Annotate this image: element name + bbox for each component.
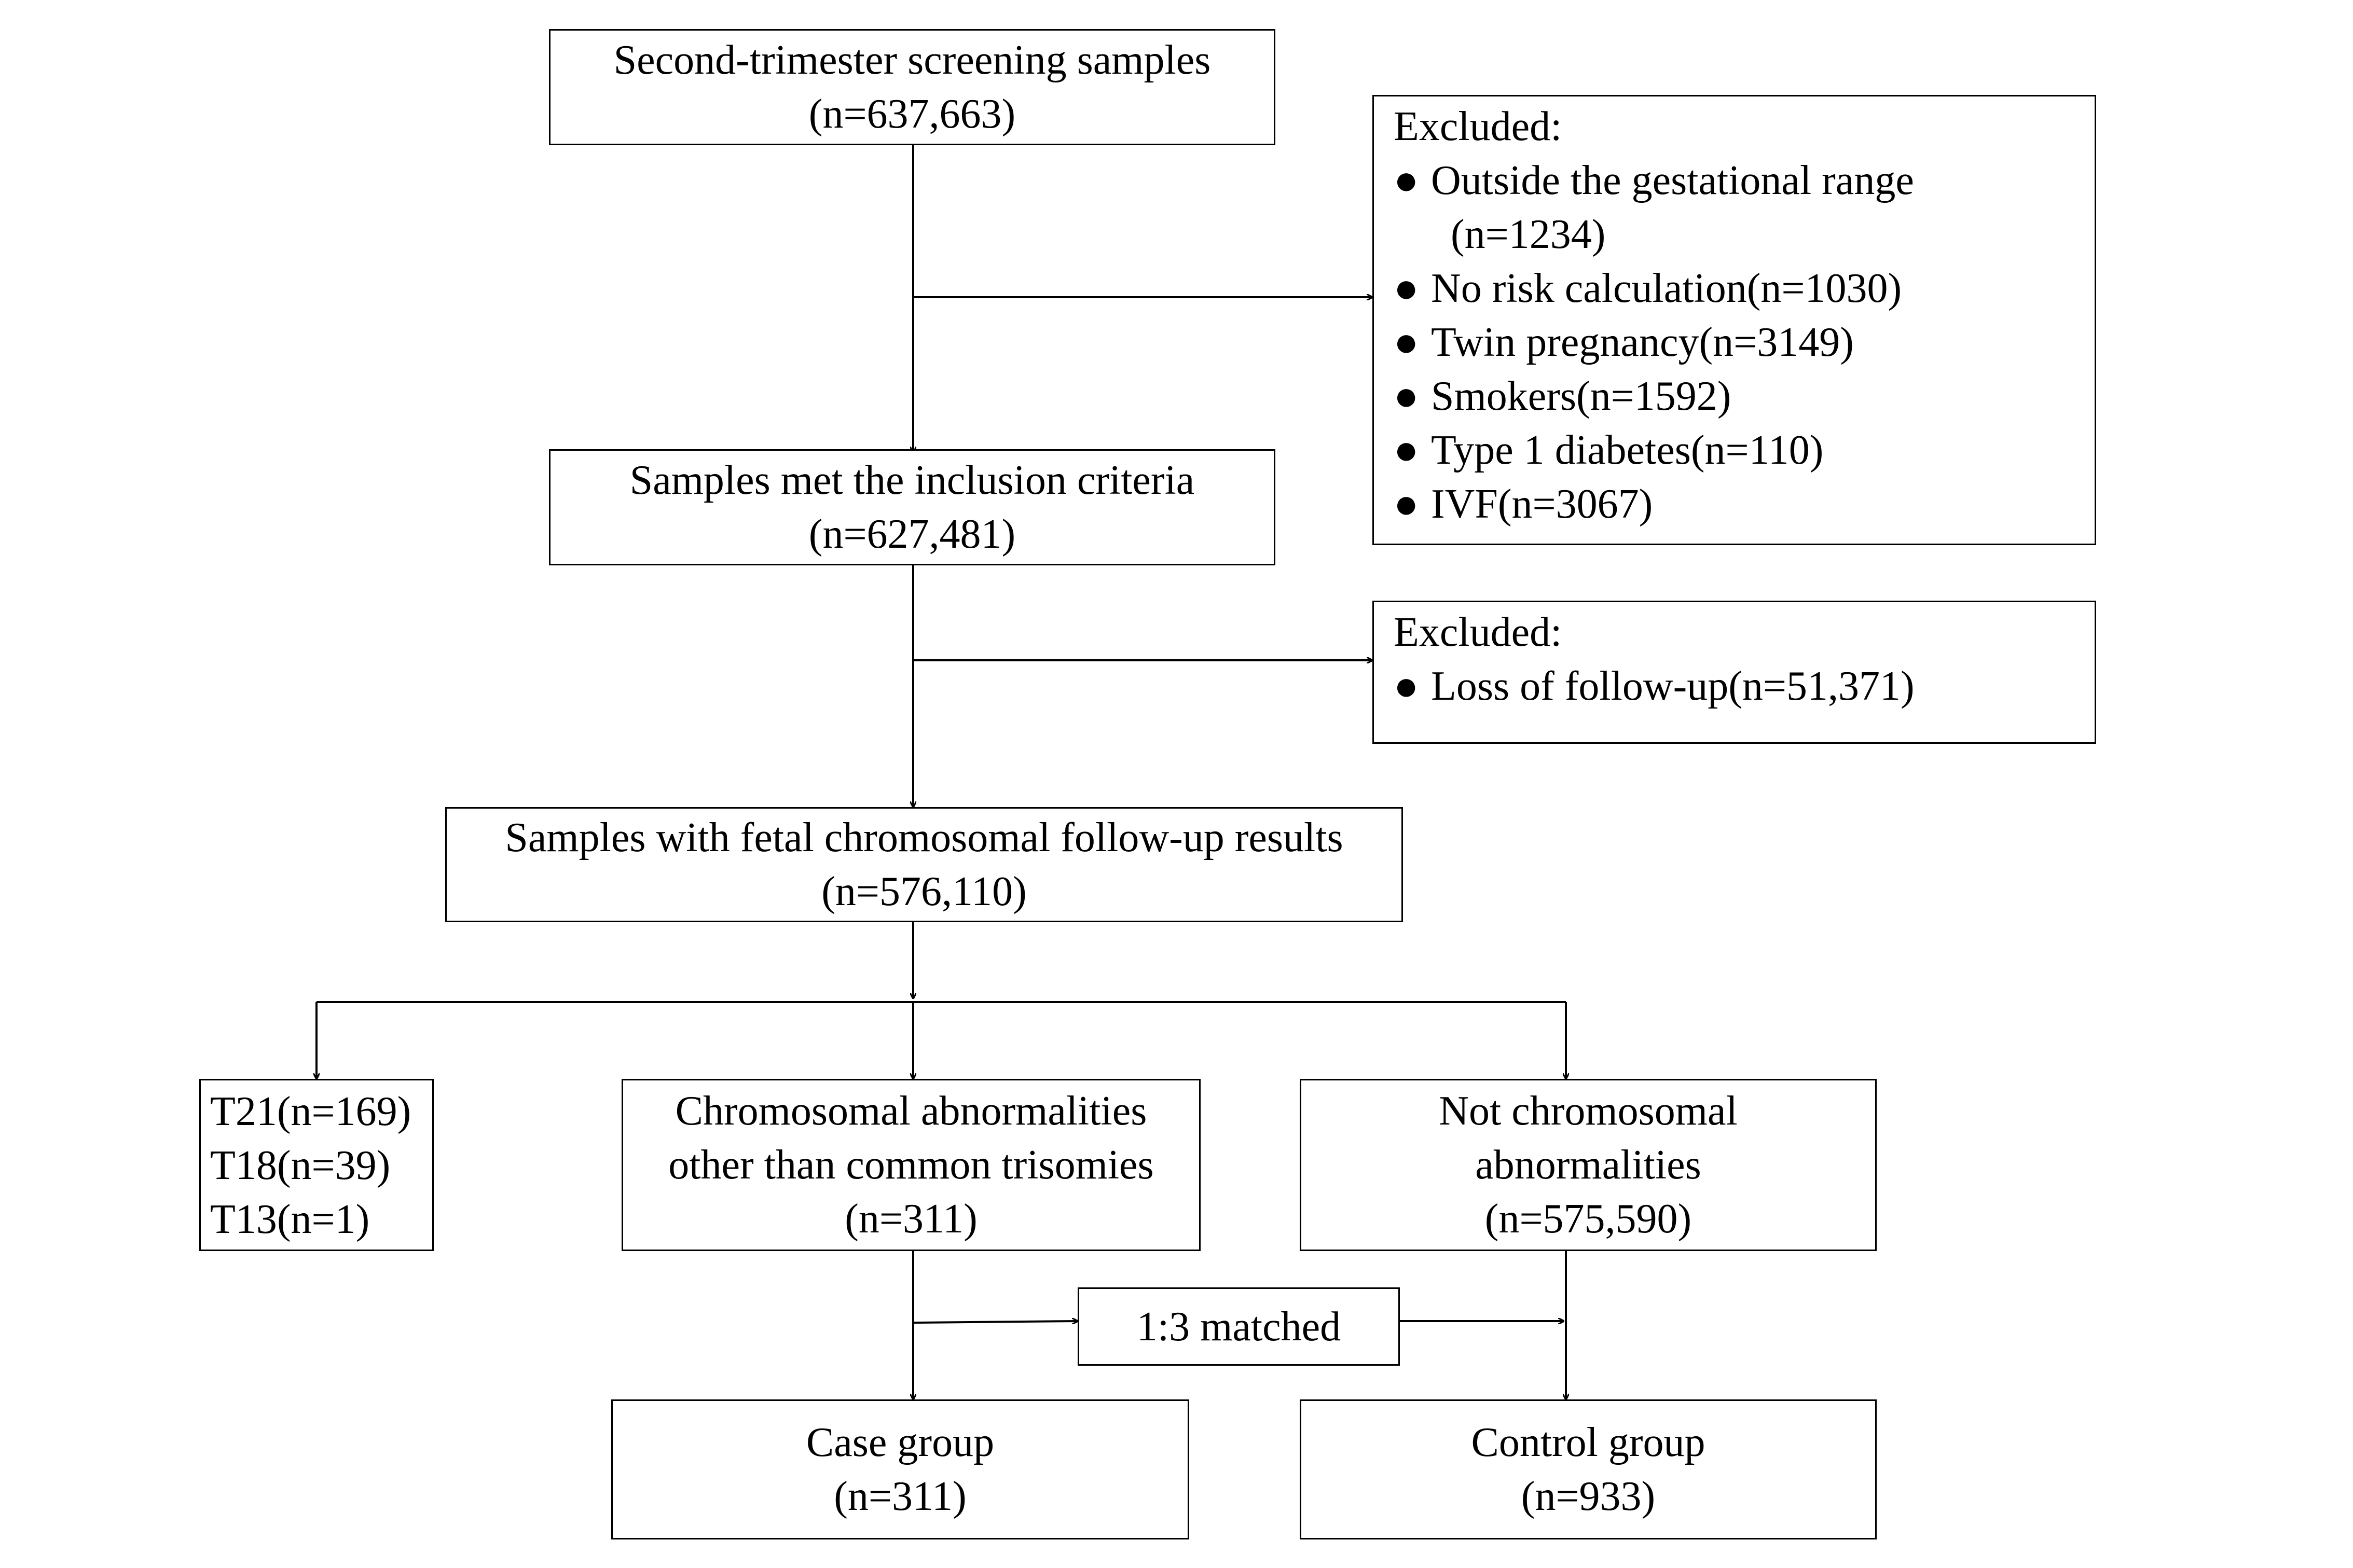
screening-samples-box: Second-trimester screening samples (n=63… — [549, 29, 1275, 145]
matched-label: 1:3 matched — [1136, 1303, 1341, 1350]
inclusion-count: (n=627,481) — [808, 511, 1016, 557]
trisomy-18: T18(n=39) — [210, 1143, 391, 1188]
screening-title: Second-trimester screening samples — [613, 37, 1211, 83]
not-abnormalities-box: Not chromosomal abnormalities (n=575,590… — [1300, 1079, 1877, 1251]
excluded-1-title: Excluded: — [1394, 104, 1562, 149]
not-abnormalities-line1: Not chromosomal — [1439, 1088, 1738, 1134]
screening-count: (n=637,663) — [808, 91, 1016, 137]
trisomy-13: T13(n=1) — [210, 1197, 370, 1242]
other-abnormalities-line1: Chromosomal abnormalities — [675, 1088, 1147, 1134]
excluded-item-gestational: ●Outside the gestational range — [1394, 154, 2095, 207]
other-abnormalities-count: (n=311) — [845, 1196, 978, 1242]
bullet-icon: ● — [1394, 373, 1419, 419]
followup-count: (n=576,110) — [821, 869, 1027, 914]
case-group-title: Case group — [806, 1420, 995, 1465]
excluded-box-1: Excluded: ●Outside the gestational range… — [1372, 95, 2096, 545]
excluded-item-gestational-count: (n=1234) — [1451, 212, 1606, 257]
bullet-icon: ● — [1394, 320, 1419, 365]
followup-title: Samples with fetal chromosomal follow-up… — [505, 815, 1343, 861]
bullet-icon: ● — [1394, 158, 1419, 203]
not-abnormalities-line2: abnormalities — [1475, 1142, 1701, 1188]
excluded-item-diabetes: ●Type 1 diabetes(n=110) — [1394, 423, 2095, 477]
trisomies-box: T21(n=169) T18(n=39) T13(n=1) — [199, 1079, 434, 1251]
case-group-count: (n=311) — [834, 1474, 967, 1519]
excluded-item-loss-follow-up: ●Loss of follow-up(n=51,371) — [1394, 659, 2095, 713]
excluded-item-no-risk: ●No risk calculation(n=1030) — [1394, 261, 2095, 315]
excluded-box-2: Excluded: ●Loss of follow-up(n=51,371) — [1372, 601, 2096, 744]
other-abnormalities-box: Chromosomal abnormalities other than com… — [622, 1079, 1201, 1251]
control-group-title: Control group — [1471, 1420, 1705, 1465]
bullet-icon: ● — [1394, 427, 1419, 473]
bullet-icon: ● — [1394, 266, 1419, 311]
trisomy-21: T21(n=169) — [210, 1089, 411, 1134]
excluded-item-smokers: ●Smokers(n=1592) — [1394, 369, 2095, 423]
bullet-icon: ● — [1394, 663, 1419, 709]
inclusion-box: Samples met the inclusion criteria (n=62… — [549, 449, 1275, 565]
control-group-box: Control group (n=933) — [1300, 1399, 1877, 1539]
followup-box: Samples with fetal chromosomal follow-up… — [445, 807, 1403, 922]
excluded-item-ivf: ●IVF(n=3067) — [1394, 477, 2095, 531]
arrow-to-matched — [913, 1321, 1078, 1323]
matched-box: 1:3 matched — [1078, 1287, 1400, 1366]
excluded-item-twin: ●Twin pregnancy(n=3149) — [1394, 315, 2095, 369]
case-group-box: Case group (n=311) — [611, 1399, 1189, 1539]
bullet-icon: ● — [1394, 481, 1419, 527]
inclusion-title: Samples met the inclusion criteria — [629, 457, 1195, 503]
other-abnormalities-line2: other than common trisomies — [668, 1142, 1154, 1188]
not-abnormalities-count: (n=575,590) — [1484, 1196, 1692, 1242]
control-group-count: (n=933) — [1521, 1474, 1656, 1519]
excluded-2-title: Excluded: — [1394, 609, 1562, 655]
